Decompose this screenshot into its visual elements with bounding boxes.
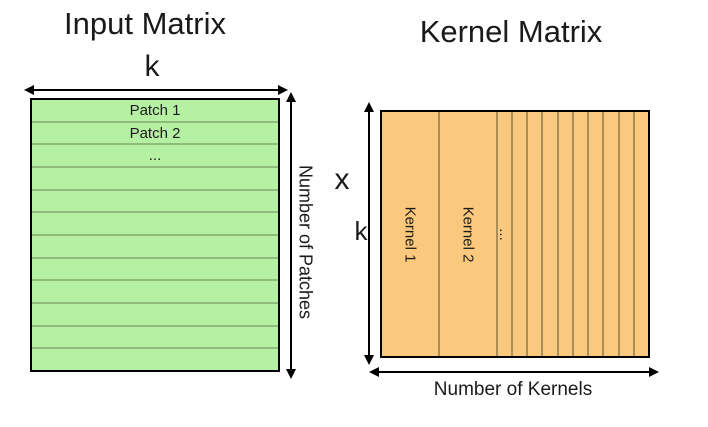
kernel-matrix-stripe bbox=[620, 112, 635, 356]
kernel-matrix-stripe bbox=[559, 112, 574, 356]
kernel-matrix-stripe: Kernel 1 bbox=[382, 112, 440, 356]
kernel-matrix-stripe bbox=[513, 112, 529, 356]
patch-label: ... bbox=[148, 147, 162, 165]
num-kernels-arrow-icon bbox=[369, 367, 659, 377]
input-matrix-stripe: Patch 1 bbox=[32, 100, 278, 123]
kernel-height-label: k bbox=[354, 216, 368, 246]
kernel-matrix-stripe bbox=[528, 112, 544, 356]
input-matrix-stripe bbox=[32, 191, 278, 214]
num-patches-arrow-icon bbox=[286, 92, 296, 379]
input-matrix-stripe bbox=[32, 213, 278, 237]
kernel-matrix-stripe bbox=[604, 112, 620, 356]
kernel-matrix-stripe: ... bbox=[495, 112, 513, 356]
num-patches-label: Number of Patches bbox=[295, 164, 316, 320]
input-matrix-stripe: ... bbox=[32, 145, 278, 169]
kernel-label: ... bbox=[495, 227, 513, 241]
input-matrix-stripe bbox=[32, 236, 278, 259]
input-width-arrow-icon bbox=[24, 85, 288, 95]
patch-label: Patch 2 bbox=[129, 124, 181, 142]
kernel-matrix-stripe: Kernel 2 bbox=[440, 112, 498, 356]
kernel-matrix-stripe bbox=[635, 112, 648, 356]
input-matrix-stripe bbox=[32, 168, 278, 191]
input-matrix-stripe: Patch 2 bbox=[32, 123, 278, 146]
input-matrix-stripe bbox=[32, 259, 278, 282]
kernel-matrix-stripe bbox=[589, 112, 605, 356]
kernel-matrix: Kernel 1 Kernel 2... bbox=[380, 110, 650, 358]
kernel-matrix-stripe bbox=[574, 112, 590, 356]
input-matrix-title: Input Matrix bbox=[64, 6, 226, 41]
input-width-label: k bbox=[144, 50, 160, 83]
input-matrix-stripe bbox=[32, 281, 278, 305]
kernel-matrix-title: Kernel Matrix bbox=[419, 14, 603, 49]
input-matrix-stripe bbox=[32, 327, 278, 350]
input-matrix-stripe bbox=[32, 349, 278, 370]
kernel-matrix-stripe bbox=[543, 112, 559, 356]
num-kernels-label: Number of Kernels bbox=[433, 379, 593, 400]
input-matrix-stripe bbox=[32, 304, 278, 327]
patch-label: Patch 1 bbox=[129, 101, 181, 119]
input-matrix: Patch 1 Patch 2... bbox=[30, 98, 280, 372]
kernel-label: Kernel 1 bbox=[401, 206, 419, 262]
multiply-operator: x bbox=[334, 163, 350, 196]
kernel-height-arrow-icon bbox=[364, 102, 374, 365]
kernel-label: Kernel 2 bbox=[459, 206, 477, 262]
